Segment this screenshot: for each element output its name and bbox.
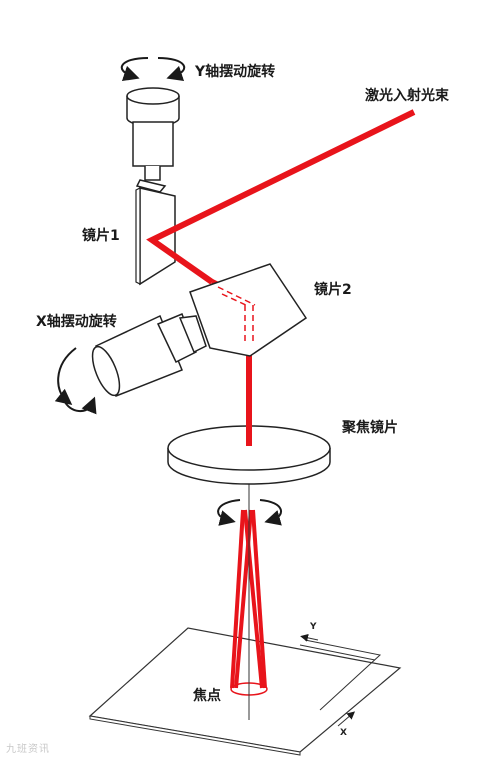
label-mirror-2: 镜片2	[314, 282, 352, 298]
label-axis-y: Y	[310, 622, 317, 632]
work-plane	[88, 627, 402, 756]
label-focus-lens: 聚焦镜片	[342, 420, 398, 436]
x-galvo-motor	[91, 313, 207, 397]
focus-lens	[167, 425, 331, 485]
label-y-rotation: Y轴摆动旋转	[195, 64, 276, 80]
y-rotation-icon	[120, 57, 186, 82]
label-x-rotation: X轴摆动旋转	[36, 314, 117, 330]
lens-rotation-icon	[217, 499, 282, 526]
label-mirror-1: 镜片1	[82, 228, 120, 244]
beam-behind-mirror-2	[217, 286, 256, 345]
label-focal-point: 焦点	[193, 688, 221, 704]
label-laser-in: 激光入射光束	[365, 88, 449, 104]
watermark: 九班资讯	[6, 744, 50, 755]
laser-beam-path	[146, 109, 416, 303]
label-axis-x: X	[340, 728, 347, 738]
x-rotation-icon	[54, 347, 97, 415]
y-galvo-motor	[126, 87, 180, 193]
axis-indicator	[299, 633, 382, 727]
